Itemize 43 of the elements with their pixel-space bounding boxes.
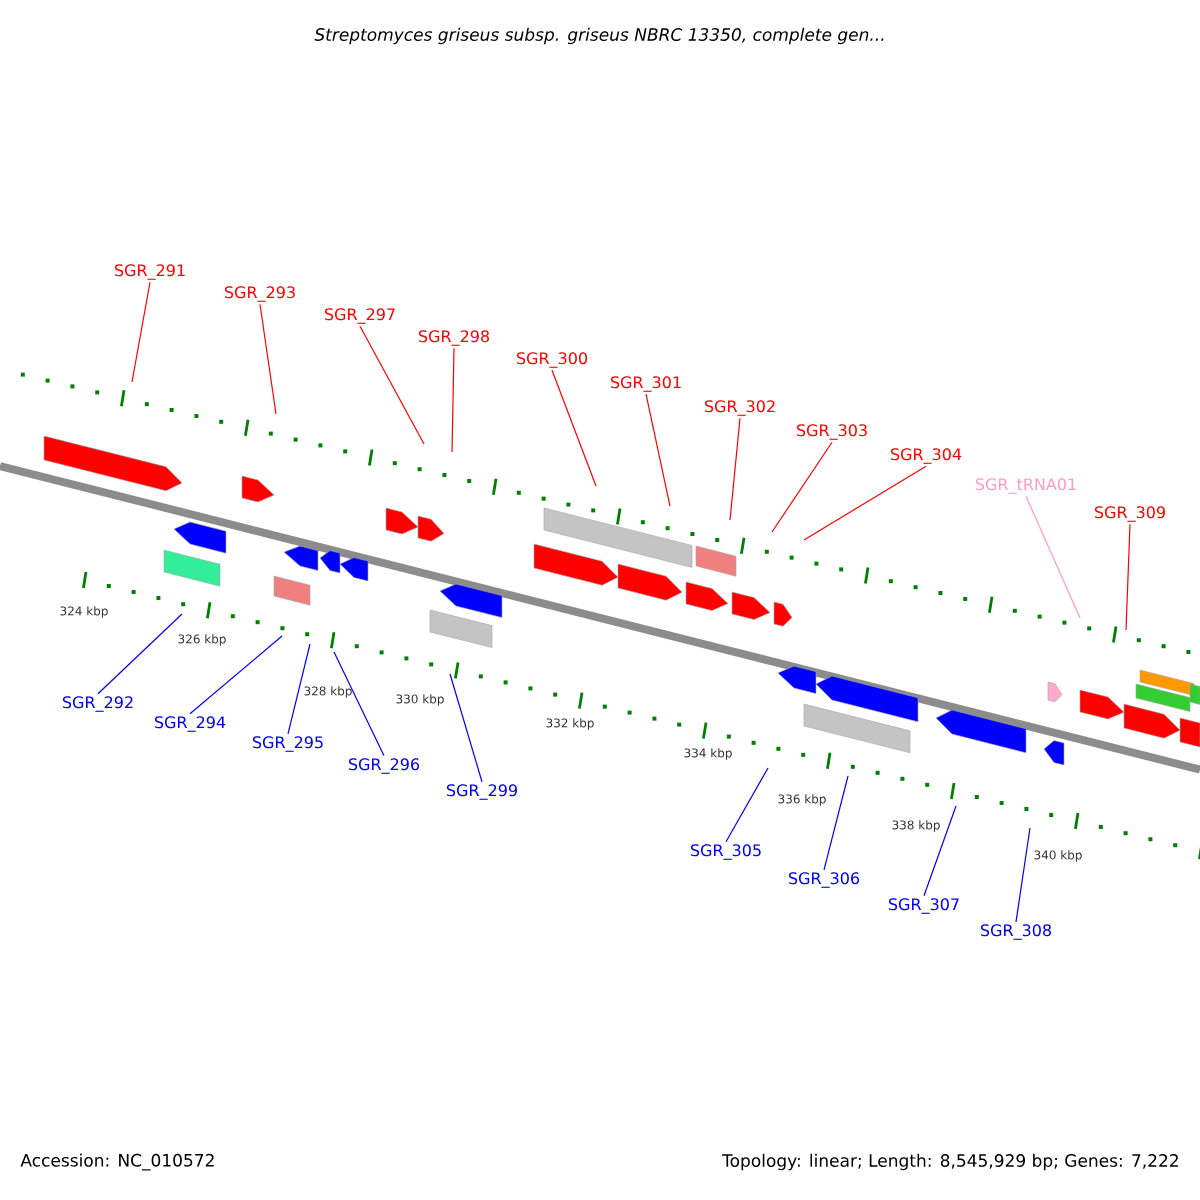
leader-line	[451, 347, 455, 453]
footer-text: Topology: linear; Length: 8,545,929 bp; Genes: 7,222	[722, 1153, 1178, 1171]
gene-label: SGR_305	[690, 844, 761, 860]
gene-label: SGR_299	[446, 784, 517, 800]
gene-label: SGR_307	[888, 898, 959, 914]
footer-text: Accession: NC_010572	[20, 1153, 214, 1171]
gene-label: SGR_303	[796, 424, 867, 440]
gene-label: SGR_293	[224, 286, 295, 302]
gene-label: SGR_295	[252, 736, 323, 752]
leader-line	[729, 417, 741, 521]
leader-line	[287, 643, 311, 735]
leader-line	[551, 369, 597, 487]
leader-line	[131, 281, 151, 383]
gene-label: SGR_291	[114, 264, 185, 280]
leader-line	[449, 673, 483, 783]
leader-line	[259, 303, 277, 415]
leader-line	[359, 325, 425, 445]
gene-label: SGR_306	[788, 872, 860, 888]
title: Streptomyces griseus subsp. griseus NBRC 13350, complete gen...	[314, 27, 884, 45]
gene-label: SGR_309	[1094, 506, 1165, 522]
leader-line	[803, 465, 927, 541]
gene-label: SGR_tRNA01	[975, 478, 1076, 494]
leader-line	[725, 767, 769, 843]
leader-line	[333, 651, 385, 757]
gene-label: SGR_300	[516, 352, 588, 368]
leader-line	[771, 441, 833, 533]
leader-line	[189, 635, 283, 715]
leader-line	[1125, 523, 1131, 631]
gene-label: SGR_302	[704, 400, 775, 416]
gene-label: SGR_297	[324, 308, 395, 324]
leader-line	[1025, 495, 1081, 619]
gene-label: SGR_304	[890, 448, 962, 464]
gene-label: SGR_294	[154, 716, 226, 732]
leader-line	[97, 613, 183, 695]
leader-line	[645, 393, 671, 507]
gene-label: SGR_292	[62, 696, 133, 712]
gene-label: SGR_301	[610, 376, 681, 392]
gene-label: SGR_296	[348, 758, 420, 774]
leader-line	[823, 775, 849, 871]
leader-line	[1015, 827, 1031, 923]
leader-line	[923, 805, 957, 897]
gene-label: SGR_298	[418, 330, 490, 346]
gene-label: SGR_308	[980, 924, 1052, 940]
